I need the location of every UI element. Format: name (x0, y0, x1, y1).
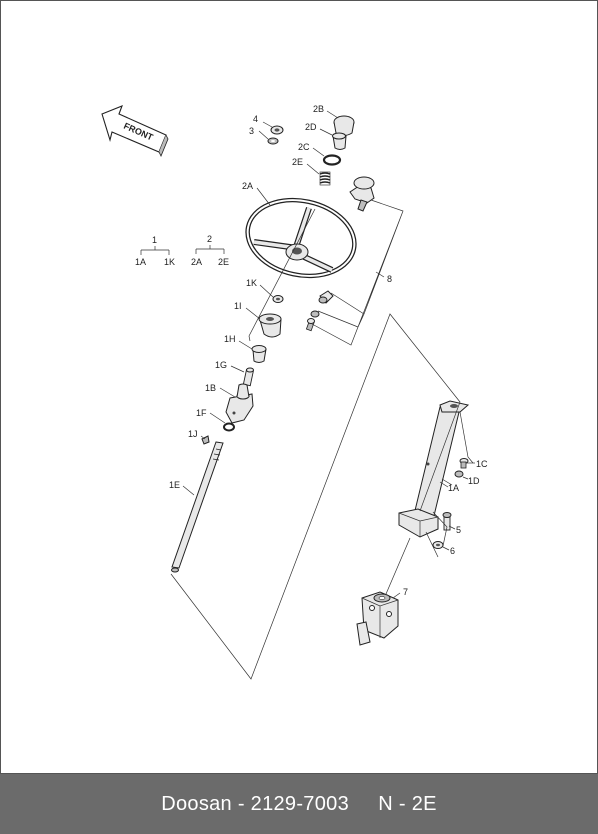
bracket-part-1B (225, 383, 254, 424)
callout-1F: 1F (196, 408, 207, 418)
callout-1H: 1H (224, 334, 236, 344)
group-2-child-a: 2A (191, 257, 202, 267)
callout-5: 5 (456, 525, 461, 535)
callout-4: 4 (253, 114, 258, 124)
callout-1C: 1C (476, 459, 488, 469)
spinner-nut-part (310, 310, 320, 318)
group-legend-1: 1 1A 1K (135, 235, 175, 267)
callout-1J: 1J (188, 429, 198, 439)
callout-2A: 2A (242, 181, 253, 191)
bolt-part-1C (459, 458, 469, 469)
callout-3: 3 (249, 126, 254, 136)
callout-1I: 1I (234, 301, 242, 311)
group-1-label: 1 (152, 235, 157, 245)
bolt-part-5 (442, 512, 452, 531)
group-1-child-b: 1K (164, 257, 175, 267)
callout-6: 6 (450, 546, 455, 556)
caption-text: Doosan - 2129-7003 N - 2E (161, 792, 437, 815)
callout-1G: 1G (215, 360, 227, 370)
horn-cap-part-2B (333, 115, 355, 136)
callout-1E: 1E (169, 480, 180, 490)
bushing-part-1H (251, 345, 267, 363)
callout-2E: 2E (292, 157, 303, 167)
nut-part-4 (270, 125, 284, 135)
nut-part-1K (272, 295, 284, 303)
horn-button-part-2D (332, 132, 347, 150)
dust-cover-part-1I (258, 313, 282, 338)
callout-8: 8 (387, 274, 392, 284)
callout-1D: 1D (468, 476, 480, 486)
callout-labels: 4 3 2B 2D 2C 2E 2A 8 1K 1I 1H 1G 1B 1F 1… (169, 104, 488, 597)
callout-2B: 2B (313, 104, 324, 114)
washer-part-1D (454, 470, 464, 478)
group-legend-2: 2 2A 2E (191, 234, 229, 267)
spinner-bolt-part (305, 318, 315, 332)
group-2-child-b: 2E (218, 257, 229, 267)
diagram-frame: FRONT 1 1A 1K 2 2A 2E (0, 0, 598, 774)
callout-7: 7 (403, 587, 408, 597)
group-2-label: 2 (207, 234, 212, 244)
steering-column-exploded-diagram: FRONT 1 1A 1K 2 2A 2E (101, 104, 488, 680)
caption-bar: Doosan - 2129-7003 N - 2E (0, 774, 598, 834)
steering-wheel-part-2A (245, 197, 357, 279)
washer-part-1F (223, 422, 235, 432)
spring-part-2E (319, 171, 331, 186)
washer-part-3 (267, 137, 279, 145)
leader-lines (170, 110, 475, 680)
callout-1B: 1B (205, 383, 216, 393)
callout-2C: 2C (298, 142, 310, 152)
callout-1A: 1A (448, 483, 459, 493)
key-part-1J (201, 435, 210, 445)
spinner-clamp-part (318, 290, 334, 304)
callout-1K: 1K (246, 278, 257, 288)
ring-part-2C (322, 154, 342, 166)
steering-shaft-part-1E (171, 441, 224, 573)
pin-part-1G (242, 367, 254, 387)
nut-part-6 (432, 541, 444, 549)
steering-column-part-1A (398, 400, 470, 538)
spinner-knob-part-8 (349, 176, 375, 212)
steering-valve-part-7 (356, 591, 399, 646)
front-arrow-icon: FRONT (101, 105, 169, 157)
callout-2D: 2D (305, 122, 317, 132)
group-1-child-a: 1A (135, 257, 146, 267)
